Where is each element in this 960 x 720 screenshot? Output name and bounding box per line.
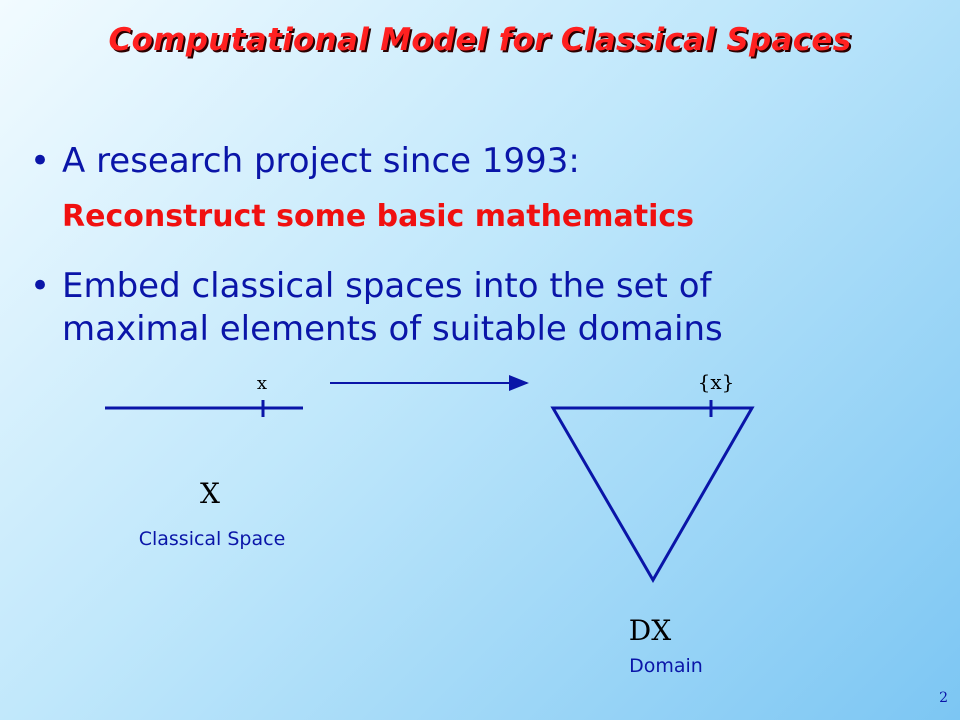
bullet-line-1: Embed classical spaces into the set of — [62, 266, 712, 306]
bullet-embed-spaces: •Embed classical spaces into the set of … — [30, 265, 723, 351]
bullet-line-2: maximal elements of suitable domains — [62, 309, 723, 349]
space-caption: Classical Space — [139, 528, 286, 550]
slide-title: Computational Model for Classical Spaces — [108, 22, 852, 58]
highlight-subline: Reconstruct some basic mathematics — [62, 199, 695, 234]
domain-triangle — [550, 406, 755, 583]
bullet-dot: • — [30, 141, 51, 181]
bullet-research-project: • A research project since 1993: — [30, 140, 580, 183]
domain-label: DX — [629, 614, 671, 647]
singleton-label: {x} — [698, 370, 735, 394]
space-label: X — [200, 477, 220, 510]
bullet-dot: • — [30, 266, 51, 306]
domain-caption: Domain — [629, 655, 703, 677]
point-label: x — [257, 373, 267, 394]
page-number: 2 — [939, 690, 948, 706]
bullet-text: A research project since 1993: — [62, 141, 580, 181]
